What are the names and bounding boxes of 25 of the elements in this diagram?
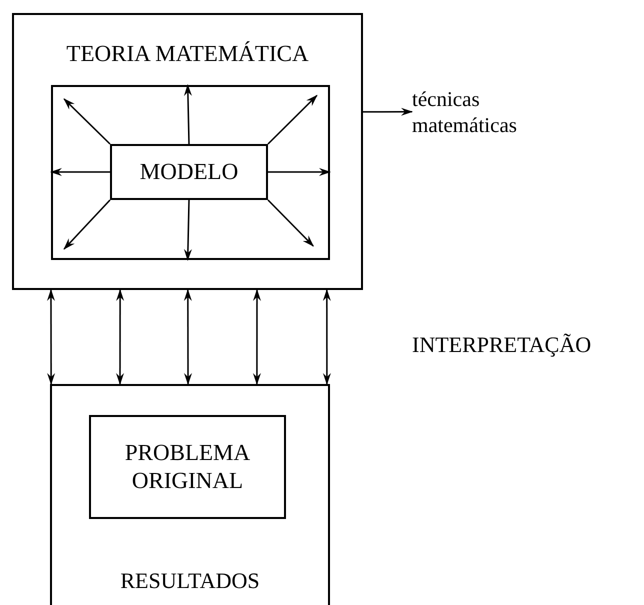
arrow — [363, 108, 413, 116]
arrow — [267, 94, 318, 145]
arrow — [63, 199, 111, 250]
arrow — [46, 289, 56, 385]
box-label: PROBLEMA ORIGINAL — [124, 439, 252, 495]
problem-box — [89, 415, 286, 519]
node-text: técnicas matemáticas — [412, 86, 518, 138]
theory-box — [12, 13, 363, 290]
side-label: INTERPRETAÇÃO — [412, 331, 592, 359]
arrow — [322, 289, 331, 385]
arrow — [267, 199, 314, 247]
arrow — [63, 98, 111, 145]
inner-frame — [51, 85, 330, 260]
arrow — [268, 168, 331, 176]
model-box — [110, 144, 268, 200]
arrow — [184, 84, 192, 144]
box-label: MODELO — [140, 158, 238, 186]
box-title: RESULTADOS — [119, 567, 261, 595]
arrow — [252, 289, 261, 385]
box-title: TEORIA MATEMÁTICA — [65, 40, 310, 68]
results-box — [50, 384, 330, 605]
arrow — [184, 200, 192, 261]
arrow — [184, 289, 192, 385]
arrow — [116, 289, 124, 385]
arrow — [50, 168, 110, 176]
